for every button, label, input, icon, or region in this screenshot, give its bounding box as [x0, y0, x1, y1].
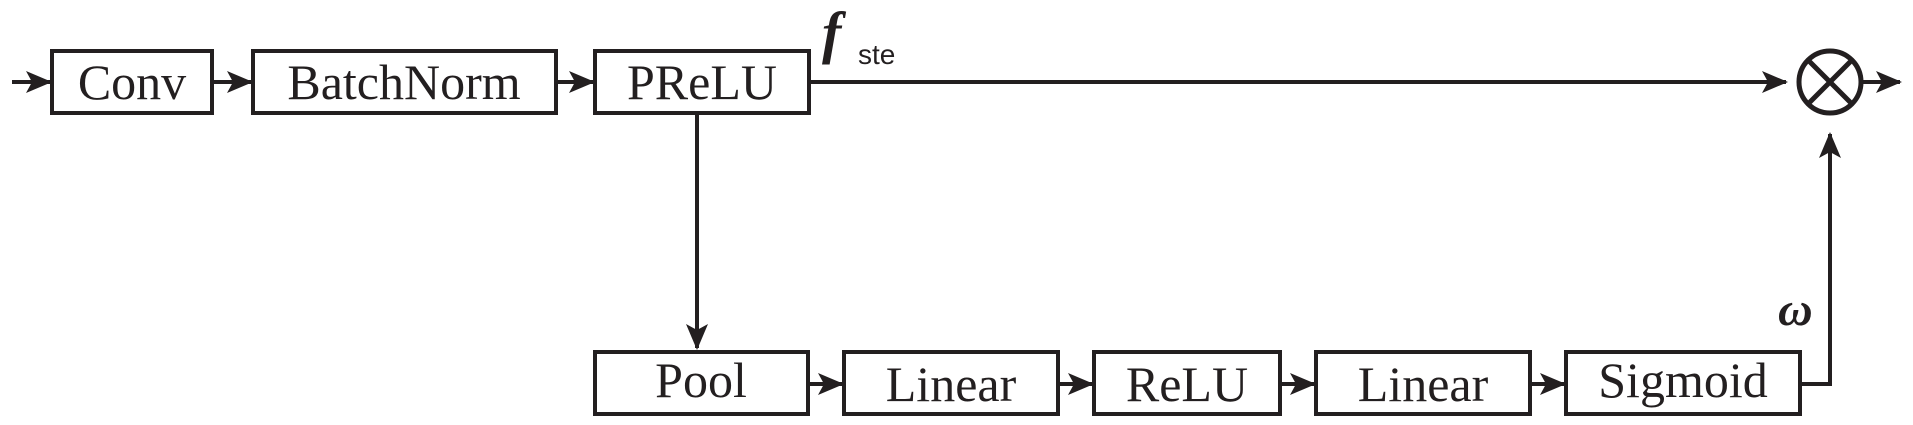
- conv-block: Conv: [50, 49, 214, 115]
- pool-block: Pool: [593, 350, 810, 416]
- relu-block: ReLU: [1092, 350, 1282, 416]
- linear-block-2: Linear: [1314, 350, 1532, 416]
- sigmoid-block: Sigmoid: [1564, 350, 1802, 416]
- weight-label: ω: [1778, 283, 1813, 336]
- feature-label: f ste: [822, 0, 895, 70]
- prelu-label: PReLU: [627, 54, 777, 110]
- sigmoid-label: Sigmoid: [1598, 352, 1767, 408]
- linear-block-1: Linear: [842, 350, 1060, 416]
- weight-path-arrow: [1800, 132, 1841, 386]
- feature-subscript: ste: [858, 39, 895, 70]
- conv-label: Conv: [78, 54, 186, 110]
- relu-label: ReLU: [1126, 356, 1248, 412]
- batchnorm-label: BatchNorm: [287, 54, 520, 110]
- pool-label: Pool: [655, 352, 747, 408]
- prelu-block: PReLU: [593, 49, 811, 115]
- linear-label-2: Linear: [1358, 356, 1489, 412]
- linear-label-1: Linear: [886, 356, 1017, 412]
- feature-symbol: f: [822, 0, 847, 65]
- circle-times-icon: [1796, 48, 1864, 116]
- batchnorm-block: BatchNorm: [251, 49, 558, 115]
